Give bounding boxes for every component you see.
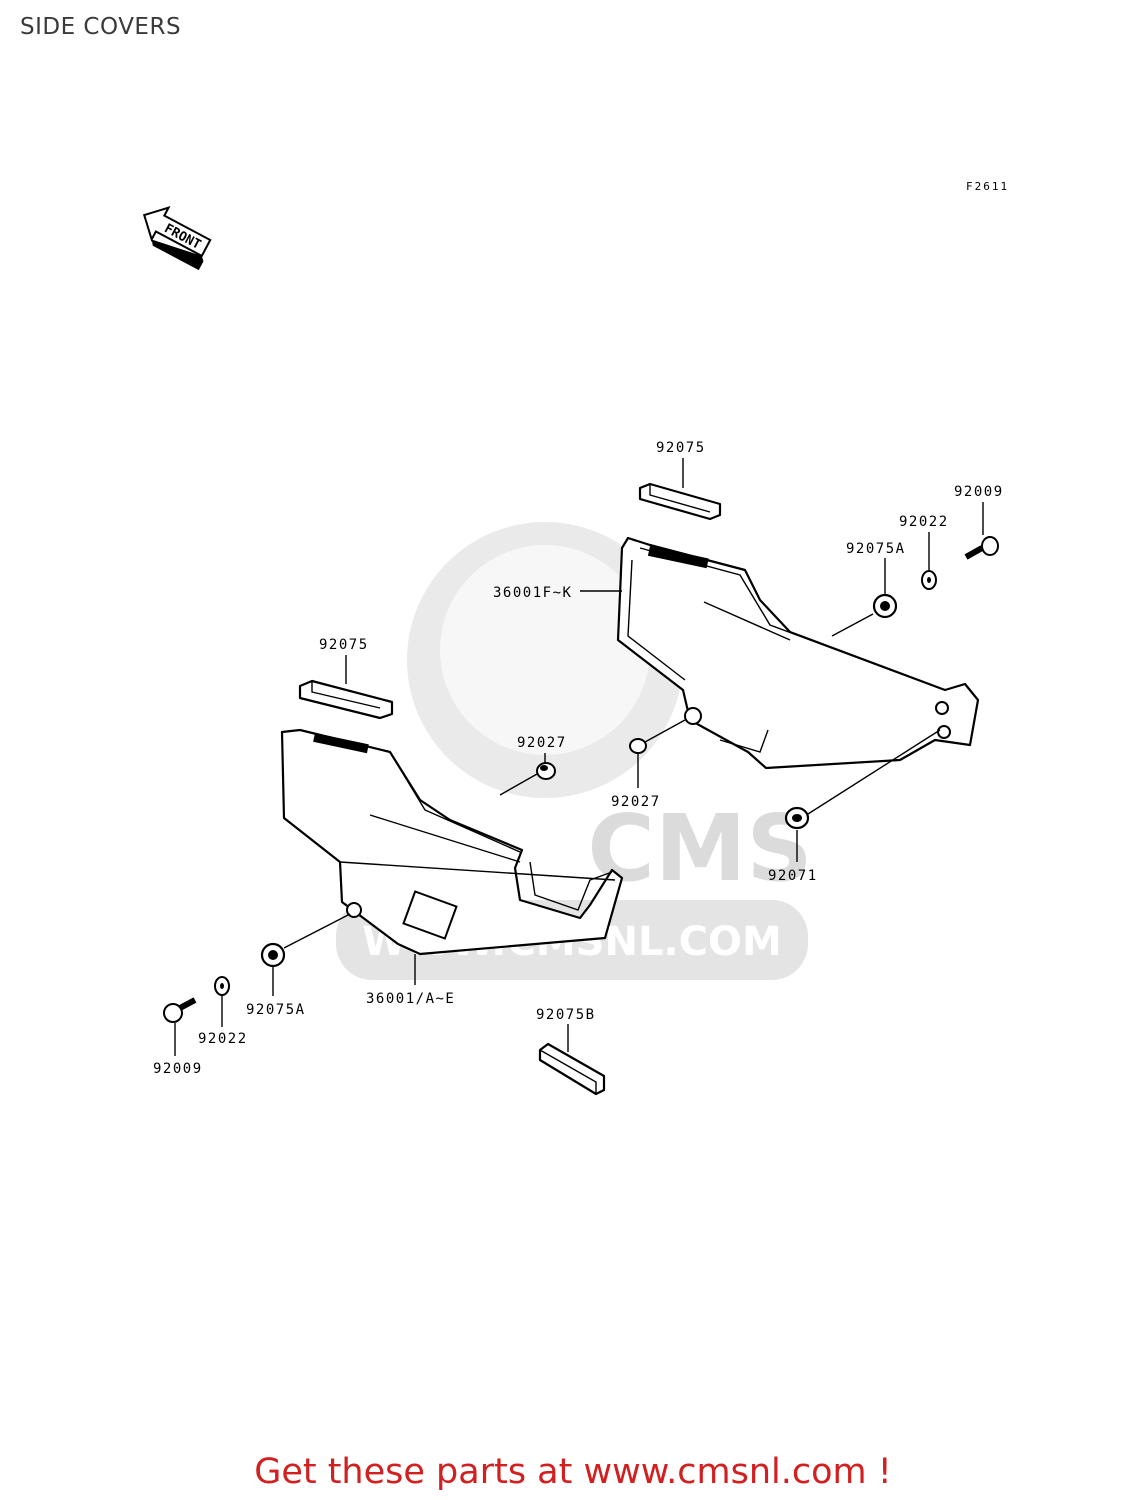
- part-92009-right-screw: [964, 536, 999, 560]
- callout-36001-A-E: 36001/A~E: [366, 991, 455, 1007]
- footer-cta-link[interactable]: Get these parts at www.cmsnl.com !: [254, 1452, 892, 1492]
- callout-92075-upper-left: 92075: [319, 637, 369, 653]
- callout-92022-right: 92022: [899, 514, 949, 530]
- callout-92075A-right: 92075A: [846, 541, 906, 557]
- part-92075-upper-left: [298, 679, 394, 720]
- part-92022-left-washer: [214, 976, 230, 996]
- part-92075B-strip: [538, 1042, 606, 1096]
- right-side-cover: [616, 536, 980, 770]
- left-side-cover: [280, 728, 624, 956]
- callout-92027-right: 92027: [611, 794, 661, 810]
- callout-36001F-K: 36001F~K: [493, 585, 572, 601]
- page-title: SIDE COVERS: [20, 14, 182, 40]
- callout-92027-center: 92027: [517, 735, 567, 751]
- part-92075A-right-grommet: [872, 593, 898, 619]
- callout-92009-left: 92009: [153, 1061, 203, 1077]
- callout-92071: 92071: [768, 868, 818, 884]
- part-92075-upper-right: [638, 482, 722, 521]
- leader-lines: [174, 458, 984, 1056]
- callout-92075-upper-right: 92075: [656, 440, 706, 456]
- callout-92075A-left: 92075A: [246, 1002, 306, 1018]
- watermark: WWW.CMSNL.COM CMS: [336, 522, 813, 980]
- part-92022-right-washer: [921, 570, 937, 590]
- callout-92022-left: 92022: [198, 1031, 248, 1047]
- part-92071-grommet: [784, 806, 810, 830]
- part-92009-left-screw: [163, 997, 197, 1023]
- callout-92009-right: 92009: [954, 484, 1004, 500]
- front-arrow-icon: FRONT: [142, 205, 212, 271]
- watermark-logo-text: CMS: [587, 795, 812, 902]
- part-92075A-left-grommet: [260, 942, 286, 968]
- callout-labels: 92075 92009 92022 92075A 36001F~K 92075 …: [153, 440, 1004, 1077]
- figure-code: F2611: [966, 180, 1009, 193]
- part-92027-right: [629, 738, 647, 754]
- part-92027-center: [536, 762, 556, 780]
- callout-92075B: 92075B: [536, 1007, 596, 1023]
